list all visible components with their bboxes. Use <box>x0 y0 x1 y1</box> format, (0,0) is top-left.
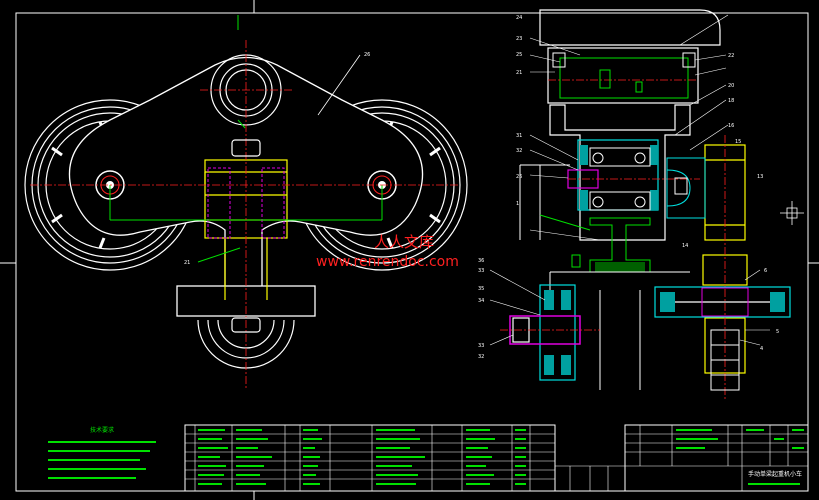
part-label: 16 <box>728 123 734 129</box>
part-label: 36 <box>478 258 484 264</box>
part-label: 23 <box>516 36 522 42</box>
coupling-hub <box>674 177 688 195</box>
upper-axle-housing <box>547 47 699 104</box>
notes-heading: 技术要求 <box>90 426 114 434</box>
gear-tooth <box>650 145 658 165</box>
gear-tooth <box>580 145 588 165</box>
title-entries <box>676 429 804 449</box>
part-label: 32 <box>478 354 484 360</box>
upper-bearing-right <box>682 52 696 68</box>
coupling <box>666 157 706 219</box>
gear-circle <box>592 196 604 208</box>
gear-tooth <box>580 190 588 210</box>
gear-upper <box>589 147 651 167</box>
table-grid <box>185 425 555 491</box>
parts-list-table <box>184 424 556 492</box>
part-label: 18 <box>728 98 734 104</box>
gear-circle <box>634 196 646 208</box>
middle-frame <box>549 104 691 241</box>
part-label: 25 <box>516 52 522 58</box>
gear-circle <box>634 152 646 164</box>
part-label: 21 <box>516 70 522 76</box>
part-label: 24 <box>516 15 522 21</box>
upper-key <box>599 69 611 89</box>
part-label: 13 <box>757 174 763 180</box>
part-label: 1 <box>516 201 519 207</box>
hook-bearing <box>231 139 261 157</box>
crosshair <box>780 201 804 225</box>
pulley-bearing <box>231 317 261 333</box>
left-view: 26 21 <box>24 15 468 390</box>
part-label: 26 <box>364 52 370 58</box>
part-label: 33 <box>478 343 484 349</box>
title-block: 手动单梁起重机小车 <box>555 424 809 492</box>
part-label: 5 <box>776 329 779 335</box>
right-part-labels: 24 23 25 21 22 20 18 16 15 31 32 26 13 1… <box>478 15 779 360</box>
part-label: 31 <box>516 133 522 139</box>
part-label: 21 <box>184 260 190 266</box>
coupling-arc <box>666 169 691 207</box>
part-label: 35 <box>478 286 484 292</box>
table-entries <box>198 429 526 485</box>
lower-chain <box>710 329 740 391</box>
bottom-gear <box>500 284 600 381</box>
leader-26 <box>317 54 361 116</box>
upper-axle <box>559 57 689 99</box>
title-block-name: 手动单梁起重机小车 <box>748 470 802 478</box>
support-frame <box>519 164 690 390</box>
hidden-lines-left <box>207 167 285 239</box>
part-label: 14 <box>682 243 688 249</box>
part-label: 33 <box>478 268 484 274</box>
gear-tooth <box>650 190 658 210</box>
upper-key-2 <box>635 81 643 93</box>
gear-lower <box>589 191 651 211</box>
rail-key <box>571 254 581 268</box>
rail-flange <box>595 262 645 272</box>
right-leaders <box>489 14 770 346</box>
top-housing <box>539 9 721 46</box>
title-grid <box>555 425 808 491</box>
gear-circle <box>592 152 604 164</box>
part-label: 32 <box>516 148 522 154</box>
upper-bearing-left <box>552 52 566 68</box>
part-label: 20 <box>728 83 734 89</box>
part-label: 34 <box>478 298 484 304</box>
notes-text-lines <box>48 441 156 479</box>
right-view: 24 23 25 21 22 20 18 16 15 31 32 26 13 1… <box>478 9 804 400</box>
part-label: 26 <box>516 174 522 180</box>
part-label: 22 <box>728 53 734 59</box>
watermark-cn: 人人文库 <box>374 233 434 251</box>
part-label: 4 <box>760 346 763 352</box>
technical-notes: 技术要求 <box>48 426 156 479</box>
green-lead <box>539 214 591 231</box>
watermark-url: www.renrendoc.com <box>316 254 459 270</box>
part-label: 15 <box>735 139 741 145</box>
drive-gear-section <box>654 286 791 318</box>
part-label: 6 <box>764 268 767 274</box>
